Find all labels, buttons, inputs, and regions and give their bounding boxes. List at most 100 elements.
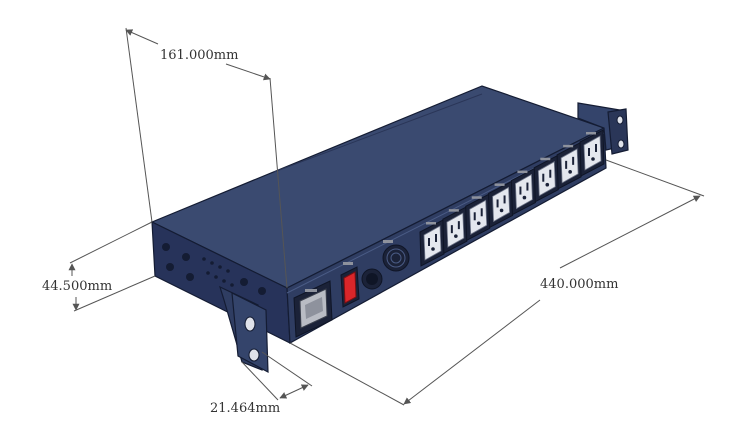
outlet-ground (476, 221, 481, 226)
depth-dim-line-b (225, 63, 271, 81)
outlet-slot-right (480, 208, 483, 217)
outlet-icon (488, 180, 514, 229)
width-dim-line-a (559, 195, 701, 269)
depth-extension-left (125, 27, 153, 223)
height-extension-bottom (73, 275, 156, 312)
outlet-label (586, 132, 596, 135)
circuit-breaker-icon (361, 268, 383, 290)
rack-ear-right-slot-lower (617, 139, 625, 149)
outlet-slot-right (572, 156, 575, 165)
outlet-slot-right (595, 144, 597, 152)
outlet-label (563, 144, 574, 148)
depth-dim-line-a (125, 29, 159, 45)
outlet-slot-left (450, 225, 453, 234)
depth-extension-right (269, 77, 288, 289)
width-extension-right (605, 159, 705, 197)
outlet-icon (556, 142, 582, 190)
rack-ear-right-plate (607, 108, 629, 155)
outlet-slot-right (457, 221, 460, 230)
outlet-slot-left (496, 199, 499, 208)
switch-label (343, 262, 353, 265)
outlet-slot-right (549, 169, 552, 178)
outlet-icon (579, 129, 605, 177)
outlet-label (426, 222, 436, 225)
outlet-slot-right (526, 182, 529, 191)
width-extension-left (289, 342, 405, 406)
outlet-slot-right (435, 234, 437, 242)
outlet-slot-right (503, 195, 506, 204)
fan-ring (386, 248, 406, 268)
fan-ring-inner (390, 252, 402, 264)
side-hole-small (226, 269, 230, 273)
outlet-label (448, 209, 459, 212)
inlet-socket-inner (305, 297, 323, 319)
side-hole-small (210, 261, 214, 265)
dimension-depth: 161.000mm (125, 27, 288, 289)
dimension-height: 44.500mm (42, 221, 156, 312)
side-hole-small (206, 271, 210, 275)
outlet-slot-left (519, 186, 522, 195)
breaker-cap (366, 273, 378, 285)
bracket-extension-left (241, 361, 279, 401)
outlet-ground (454, 234, 458, 238)
outlet-icon (442, 206, 468, 254)
fan-label (383, 240, 393, 243)
outlet-label (494, 183, 505, 186)
rack-ear-right-slot-upper (616, 115, 624, 125)
side-hole-small (218, 265, 222, 269)
side-hole-large (186, 273, 194, 281)
outlet-ground (499, 208, 504, 213)
side-vent-holes (162, 243, 266, 295)
outlet-icon (510, 167, 536, 216)
switch-rocker (343, 271, 357, 304)
side-hole-large (162, 243, 170, 251)
side-hole-large (166, 263, 174, 271)
rocker-switch-icon (340, 262, 360, 308)
outlet-slot-left (542, 173, 545, 182)
side-hole-large (240, 278, 248, 286)
dimension-width: 440.000mm (289, 159, 705, 406)
rack-ear-left-slot-upper (244, 316, 256, 332)
height-extension-top (69, 221, 153, 264)
side-hole-small (214, 275, 218, 279)
rack-ear-right (577, 102, 629, 155)
rack-ear-left (219, 285, 269, 374)
outlet-ground (431, 247, 435, 251)
outlet-slot-left (588, 148, 590, 156)
outlet-icon (419, 219, 445, 267)
outlet-icon (533, 154, 559, 203)
dimension-bracket: 21.464mm (210, 351, 313, 416)
outlet-ground (522, 195, 527, 200)
bracket-dimension-label: 21.464mm (210, 401, 280, 416)
chassis-top-seam (273, 93, 483, 173)
bracket-dim-line (279, 384, 309, 399)
outlet-ground (568, 170, 572, 174)
outlet-ground (545, 182, 550, 187)
iec-inlet-icon (293, 280, 333, 338)
outlet-ground (591, 157, 595, 161)
rack-ear-left-slot-lower (248, 348, 260, 362)
side-hole-large (258, 287, 266, 295)
width-dim-line-b (403, 299, 541, 405)
width-dimension-label: 440.000mm (540, 277, 618, 292)
fan-grille-icon (382, 240, 410, 272)
bracket-extension-right (261, 351, 313, 387)
pdu-chassis (150, 85, 607, 344)
inlet-label (305, 289, 317, 292)
outlet-row (419, 129, 605, 267)
outlet-label (540, 157, 551, 161)
outlet-slot-left (565, 160, 568, 169)
side-hole-large (182, 253, 190, 261)
outlet-slot-left (428, 238, 430, 246)
depth-dimension-label: 161.000mm (160, 48, 238, 63)
side-hole-small (230, 283, 234, 287)
outlet-label (517, 170, 528, 174)
height-dimension-label: 44.500mm (42, 279, 112, 294)
outlet-icon (465, 193, 491, 242)
side-hole-small (202, 257, 206, 261)
outlet-slot-left (473, 212, 476, 221)
side-hole-small (222, 279, 226, 283)
outlet-label (471, 196, 482, 199)
